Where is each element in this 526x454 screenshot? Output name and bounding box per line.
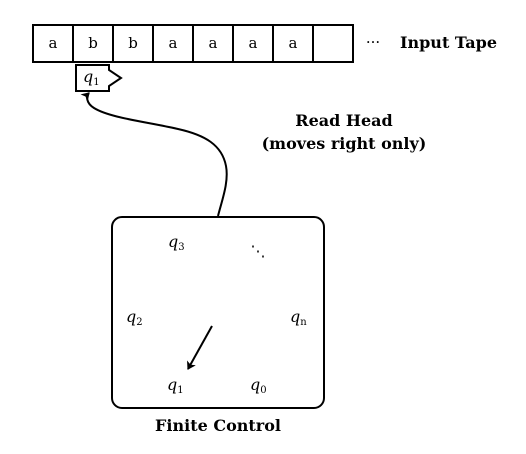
tape-symbol-0: a (49, 34, 58, 52)
tape-cell-0 (32, 24, 74, 63)
tape-symbol-6: a (289, 34, 298, 52)
finite-control: q3 q2 qn q1 q0 ⋱ Finite Control (111, 216, 325, 435)
tape-symbol-5: a (249, 34, 258, 52)
input-tape: a b b a a a a ··· Input Tape (32, 24, 497, 63)
tape-cell-4 (192, 24, 234, 63)
read-head-pointer-shape (75, 64, 123, 92)
state-qn: qn (290, 307, 307, 328)
read-head-label: Read Head (295, 111, 392, 130)
tape-cell-2 (112, 24, 154, 63)
read-head: q1 Read Head (moves right only) (75, 64, 427, 217)
tape-cell-6 (272, 24, 314, 63)
tape-symbol-2: b (128, 34, 138, 52)
tape-symbol-3: a (169, 34, 178, 52)
tape-cell-1 (72, 24, 114, 63)
input-tape-label: Input Tape (400, 33, 497, 52)
tape-symbol-4: a (209, 34, 218, 52)
tape-ellipsis: ··· (366, 33, 380, 51)
state-q1: q1 (167, 375, 184, 396)
state-q3: q3 (168, 232, 185, 253)
finite-control-box (111, 216, 325, 409)
read-head-connector (80, 92, 228, 217)
tape-cell-7 (312, 24, 354, 63)
states-ellipsis: ⋱ (251, 242, 266, 260)
state-q2: q2 (126, 307, 143, 328)
state-q0: q0 (250, 375, 267, 396)
read-head-state: q1 (83, 67, 100, 88)
read-head-sublabel: (moves right only) (262, 134, 427, 153)
tape-symbol-1: b (88, 34, 98, 52)
finite-control-label: Finite Control (155, 416, 281, 435)
current-state-arrow (187, 325, 213, 370)
